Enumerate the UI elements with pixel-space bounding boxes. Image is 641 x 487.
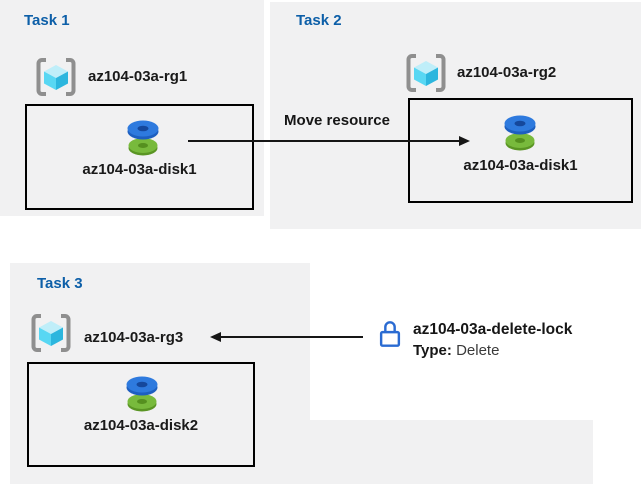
move-resource-arrowhead-icon — [459, 136, 470, 146]
resource-group-icon — [404, 53, 448, 98]
disk-label: az104-03a-disk1 — [82, 161, 197, 178]
resource-group-icon — [34, 57, 78, 102]
task1-resource-box — [25, 104, 254, 210]
delete-lock-type-value: Delete — [456, 342, 500, 359]
delete-lock-type-label: Type: — [413, 342, 452, 359]
task2-resource-box — [408, 98, 633, 203]
task3-title: Task 3 — [37, 275, 83, 292]
lock-callout-background — [310, 263, 641, 420]
resource-group-label: az104-03a-rg2 — [457, 64, 557, 81]
move-resource-arrow-line — [188, 140, 460, 142]
resource-group-label: az104-03a-rg1 — [88, 68, 188, 85]
task1-panel — [0, 0, 264, 216]
disk-icon — [501, 111, 539, 158]
disk-icon — [124, 116, 162, 163]
lock-arrowhead-icon — [210, 332, 221, 342]
disk-label: az104-03a-disk1 — [463, 157, 578, 174]
delete-lock-type: Type: Delete — [413, 342, 499, 359]
lock-arrow-line — [220, 336, 363, 338]
disk-label: az104-03a-disk2 — [83, 417, 199, 434]
resource-group-icon — [29, 313, 73, 358]
task1-title: Task 1 — [24, 12, 70, 29]
lock-icon — [376, 317, 404, 356]
task2-title: Task 2 — [296, 12, 342, 29]
task3-resource-box — [27, 362, 255, 467]
delete-lock-name: az104-03a-delete-lock — [413, 321, 573, 338]
resource-group-label: az104-03a-rg3 — [84, 329, 184, 346]
task2-panel — [270, 2, 641, 229]
move-resource-label: Move resource — [284, 112, 390, 129]
disk-icon — [123, 372, 161, 419]
